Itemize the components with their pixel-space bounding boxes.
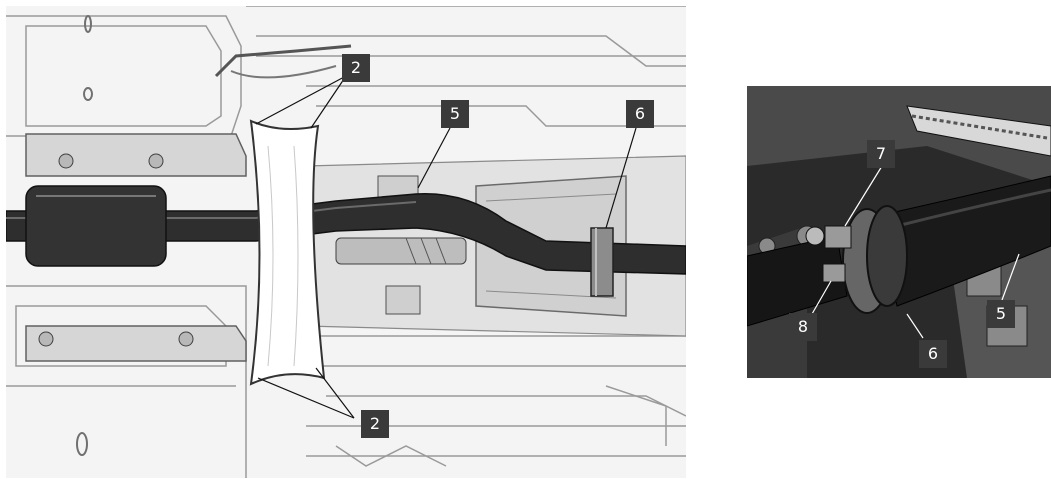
exhaust-pipe: [6, 192, 686, 275]
closeup-leader-lines: [811, 165, 1020, 339]
callout-2-bottom: 2: [361, 410, 389, 438]
muffler: [25, 185, 167, 267]
underbody-overview-illustration: 2 5 6 2: [6, 6, 686, 478]
callout-5-closeup: 5: [987, 300, 1015, 328]
underbody-drawing: [6, 6, 686, 478]
support-strap: [249, 119, 326, 386]
clamp-closeup-illustration: 7 8 6 5: [747, 86, 1051, 378]
leader-lines: [255, 75, 637, 419]
floor-pan-lines: [6, 6, 686, 478]
floor-holes: [76, 15, 93, 456]
callout-6: 6: [626, 100, 654, 128]
callout-7: 7: [867, 140, 895, 168]
callout-5: 5: [441, 100, 469, 128]
callout-8: 8: [789, 313, 817, 341]
pipe-clamp: [590, 227, 614, 297]
callout-2-top: 2: [342, 54, 370, 82]
callout-6-closeup: 6: [919, 340, 947, 368]
driveshaft: [335, 237, 467, 265]
